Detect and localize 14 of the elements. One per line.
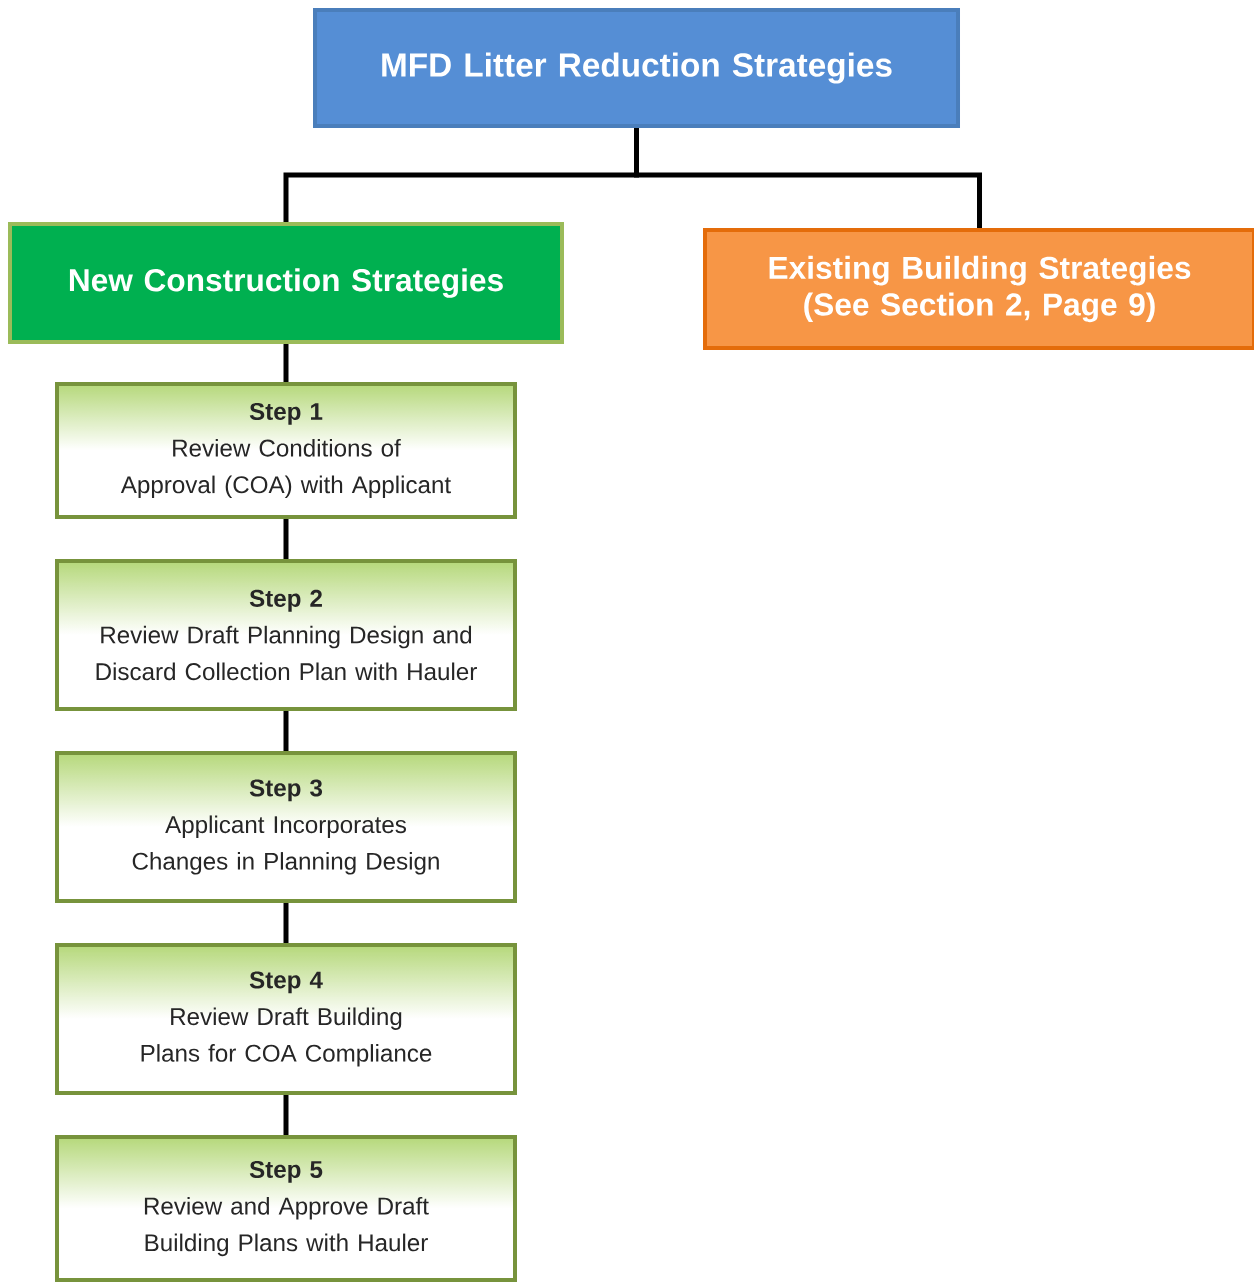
step-box: Step 4 Review Draft Building Plans for COA Compliance	[55, 943, 517, 1095]
connector-line	[283, 1095, 289, 1135]
connector-line	[283, 711, 289, 751]
title-box: MFD Litter Reduction Strategies	[313, 8, 960, 128]
step-box: Step 2 Review Draft Planning Design and Discard Collection Plan with Hauler	[55, 559, 517, 711]
step-box: Step 1 Review Conditions of Approval (COA) with Applicant	[55, 382, 517, 519]
connector-line	[283, 519, 289, 559]
category-box: New Construction Strategies	[8, 222, 564, 344]
connector-line	[283, 903, 289, 943]
category-box: Existing Building Strategies (See Section 2, Page 9)	[703, 228, 1254, 350]
step-box: Step 3 Applicant Incorporates Changes in Planning Design	[55, 751, 517, 903]
connector-line	[634, 128, 982, 228]
connector-line	[283, 344, 289, 382]
step-box: Step 5 Review and Approve Draft Building Plans with Hauler	[55, 1135, 517, 1282]
